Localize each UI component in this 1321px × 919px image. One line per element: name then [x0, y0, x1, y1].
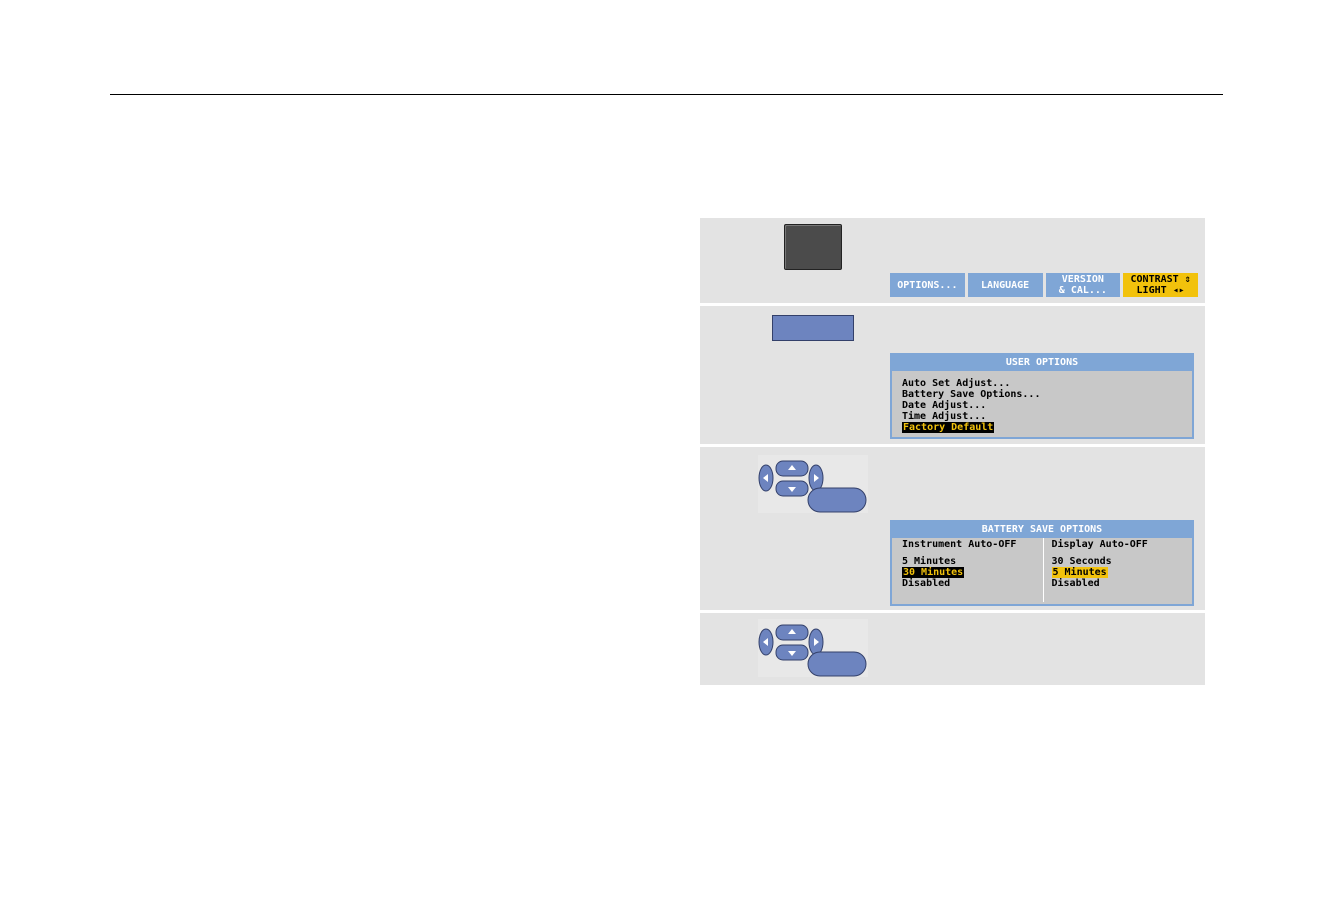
- menu-item-auto-set[interactable]: Auto Set Adjust...: [902, 378, 1192, 389]
- option-disabled-display[interactable]: Disabled: [1052, 578, 1193, 589]
- instrument-auto-off-column: Instrument Auto-OFF 5 Minutes 30 Minutes…: [892, 538, 1043, 602]
- menu-item-factory-default[interactable]: Factory Default: [902, 422, 994, 433]
- option-30-minutes[interactable]: 30 Minutes: [902, 567, 964, 578]
- menu-item-battery-save[interactable]: Battery Save Options...: [902, 389, 1192, 400]
- dialog-title: BATTERY SAVE OPTIONS: [892, 522, 1192, 538]
- display-auto-off-column: Display Auto-OFF 30 Seconds 5 Minutes Di…: [1043, 538, 1193, 602]
- softkey-bar: OPTIONS... LANGUAGE VERSION & CAL... CON…: [890, 273, 1198, 297]
- step-4: [700, 613, 1205, 685]
- user-options-menu: Auto Set Adjust... Battery Save Options.…: [892, 371, 1192, 433]
- step-2: USER OPTIONS Auto Set Adjust... Battery …: [700, 306, 1205, 444]
- option-5-minutes-display[interactable]: 5 Minutes: [1052, 567, 1108, 578]
- step-1: OPTIONS... LANGUAGE VERSION & CAL... CON…: [700, 218, 1205, 303]
- language-softkey[interactable]: LANGUAGE: [968, 273, 1043, 297]
- menu-item-time-adjust[interactable]: Time Adjust...: [902, 411, 1192, 422]
- header-rule: [110, 94, 1223, 95]
- menu-item-date-adjust[interactable]: Date Adjust...: [902, 400, 1192, 411]
- options-softkey[interactable]: OPTIONS...: [890, 273, 965, 297]
- option-30-seconds[interactable]: 30 Seconds: [1052, 556, 1193, 567]
- arrow-keys-enter-icon[interactable]: [758, 619, 868, 677]
- display-auto-off-label: Display Auto-OFF: [1052, 539, 1193, 550]
- dialog-title: USER OPTIONS: [892, 355, 1192, 371]
- procedure-steps: OPTIONS... LANGUAGE VERSION & CAL... CON…: [700, 218, 1205, 685]
- battery-save-dialog: BATTERY SAVE OPTIONS Instrument Auto-OFF…: [890, 520, 1194, 606]
- option-5-minutes[interactable]: 5 Minutes: [902, 556, 1043, 567]
- f1-key[interactable]: [772, 315, 854, 341]
- instrument-auto-off-label: Instrument Auto-OFF: [902, 539, 1043, 550]
- setup-key[interactable]: [784, 224, 842, 270]
- arrow-keys-enter-icon[interactable]: [758, 455, 868, 513]
- contrast-light-softkey[interactable]: CONTRAST ⇕ LIGHT ◂▸: [1123, 273, 1198, 297]
- user-options-dialog: USER OPTIONS Auto Set Adjust... Battery …: [890, 353, 1194, 439]
- step-3: BATTERY SAVE OPTIONS Instrument Auto-OFF…: [700, 447, 1205, 610]
- version-cal-softkey[interactable]: VERSION & CAL...: [1046, 273, 1121, 297]
- option-disabled[interactable]: Disabled: [902, 578, 1043, 589]
